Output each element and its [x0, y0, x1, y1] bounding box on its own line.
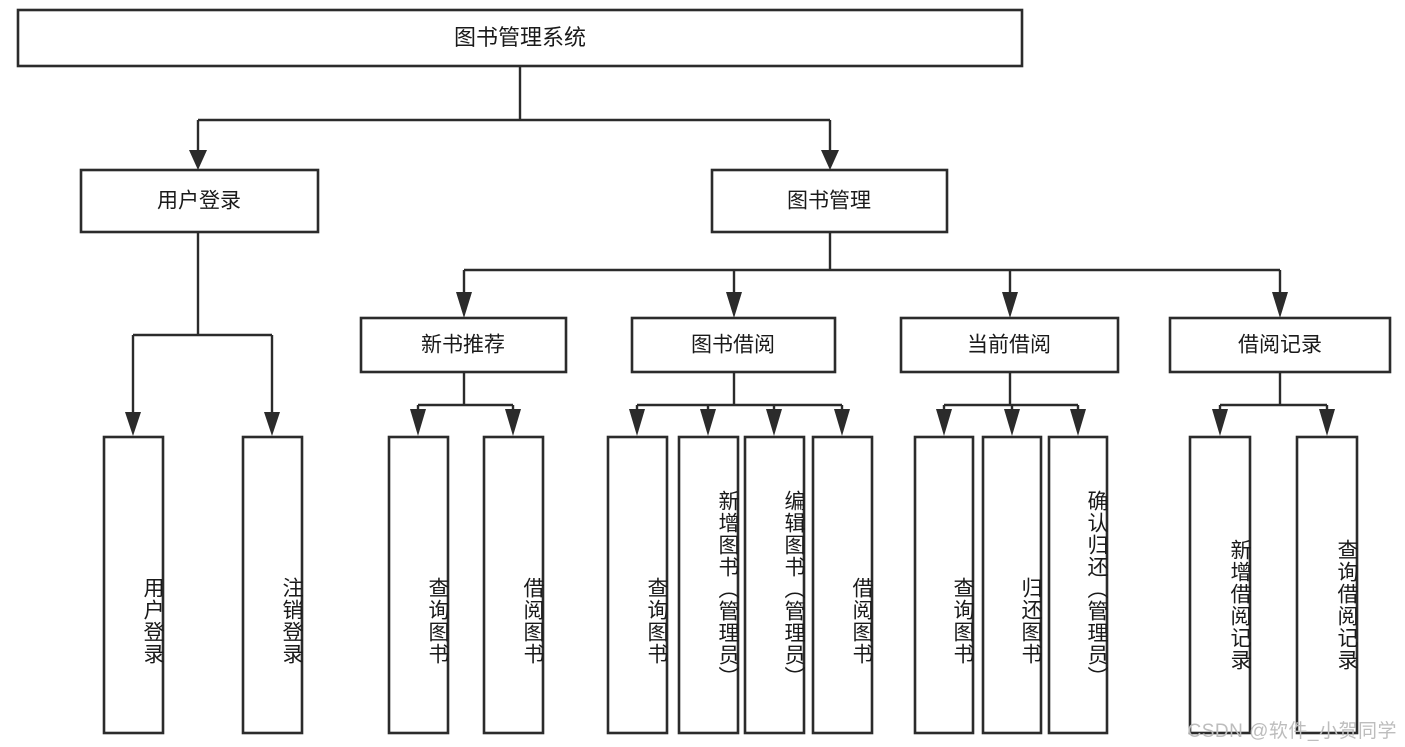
node-leaf-current-borrow-1-box[interactable] [913, 435, 975, 735]
node-current-borrow-label: 当前借阅 [967, 334, 1051, 357]
node-current-borrow-box[interactable] [899, 316, 1120, 374]
node-leaf-new-book-2-box[interactable] [482, 435, 545, 735]
connector-group-current-borrow [936, 372, 1086, 436]
node-book-borrow-box[interactable] [630, 316, 837, 374]
arrow-head-leaf-new-book-1 [410, 409, 426, 436]
node-leaf-user-login-1-box[interactable] [102, 435, 165, 735]
node-book-borrow-label: 图书借阅 [691, 334, 775, 357]
node-root-box[interactable] [16, 8, 1024, 68]
arrow-head-leaf-current-borrow-1 [936, 409, 952, 436]
arrow-head-borrow-record [1272, 292, 1288, 318]
node-leaf-borrow-record-2-box[interactable] [1295, 435, 1359, 735]
arrow-head-leaf-current-borrow-2 [1004, 409, 1020, 436]
node-borrow-record[interactable]: 借阅记录 [1168, 316, 1392, 374]
arrow-head-leaf-new-book-2 [505, 409, 521, 436]
node-user-login[interactable]: 用户登录 [79, 168, 320, 234]
node-leaf-current-borrow-2-box[interactable] [981, 435, 1043, 735]
node-leaf-new-book-1-box[interactable] [387, 435, 450, 735]
node-borrow-record-label: 借阅记录 [1238, 334, 1322, 357]
node-borrow-record-box[interactable] [1168, 316, 1392, 374]
node-book-borrow[interactable]: 图书借阅 [630, 316, 837, 374]
arrow-head-new-book [456, 292, 472, 318]
node-user-login-box[interactable] [79, 168, 320, 234]
node-current-borrow[interactable]: 当前借阅 [899, 316, 1120, 374]
arrow-head-leaf-current-borrow-3 [1070, 409, 1086, 436]
node-new-book-recommend-label: 新书推荐 [421, 334, 505, 357]
node-root-label: 图书管理系统 [454, 25, 586, 50]
node-book-management[interactable]: 图书管理 [710, 168, 949, 234]
node-leaf-current-borrow-3-box[interactable] [1047, 435, 1109, 735]
arrow-head-leaf-user-login-1 [125, 412, 141, 436]
watermark-text: CSDN @软件_小贺同学 [1187, 721, 1397, 742]
arrow-head-current-borrow [1002, 292, 1018, 318]
node-leaf-book-borrow-3-box[interactable] [743, 435, 806, 735]
node-new-book-recommend[interactable]: 新书推荐 [359, 316, 568, 374]
arrow-head-user-login [189, 150, 207, 170]
connector-group-new-book [410, 372, 521, 436]
node-leaf-borrow-record-1-box[interactable] [1188, 435, 1252, 735]
arrow-head-leaf-book-borrow-1 [629, 409, 645, 436]
node-leaf-user-login-2-box[interactable] [241, 435, 304, 735]
connector-group-book-mgmt [456, 232, 1288, 318]
connector-group-root [189, 66, 839, 170]
node-leaf-book-borrow-2-box[interactable] [677, 435, 740, 735]
arrow-head-book-borrow [726, 292, 742, 318]
connector-group-book-borrow [629, 372, 850, 436]
node-user-login-label: 用户登录 [157, 190, 241, 213]
arrow-head-leaf-borrow-record-1 [1212, 409, 1228, 436]
arrow-head-book-mgmt [821, 150, 839, 170]
connector-group-borrow-record [1212, 372, 1335, 436]
node-book-management-box[interactable] [710, 168, 949, 234]
node-root[interactable]: 图书管理系统 [16, 8, 1024, 68]
arrow-head-leaf-user-login-2 [264, 412, 280, 436]
arrow-head-leaf-borrow-record-2 [1319, 409, 1335, 436]
arrow-head-leaf-book-borrow-3 [766, 409, 782, 436]
node-leaf-book-borrow-1-box[interactable] [606, 435, 669, 735]
arrow-head-leaf-book-borrow-4 [834, 409, 850, 436]
node-new-book-recommend-box[interactable] [359, 316, 568, 374]
connector-group-user-login [125, 232, 280, 436]
node-book-management-label: 图书管理 [787, 190, 871, 213]
node-leaf-book-borrow-4-box[interactable] [811, 435, 874, 735]
arrow-head-leaf-book-borrow-2 [700, 409, 716, 436]
